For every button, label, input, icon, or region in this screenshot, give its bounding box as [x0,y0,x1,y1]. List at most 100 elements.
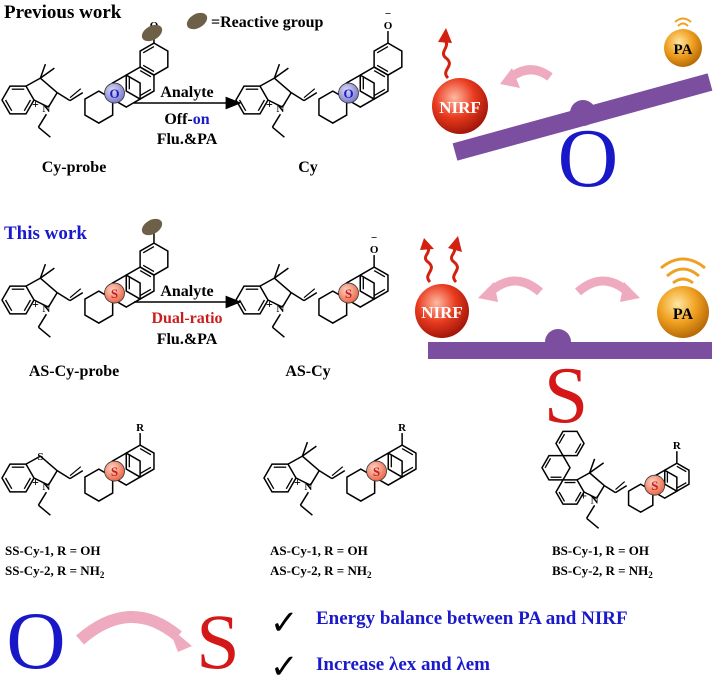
bond [295,477,311,486]
double-bond [401,466,414,475]
methyl [39,263,47,279]
double-bond [615,481,626,491]
this-arrow-flu-pa: Flu.&PA [157,331,218,348]
bond [25,455,41,465]
ethyl [271,126,285,138]
seesaw-this-right-arrow [575,276,631,296]
bond [56,470,71,480]
as-probe-reactive-group [141,218,163,236]
double-bond [69,288,82,299]
core-heteroatom-ball [338,82,359,104]
double-bond [139,466,152,475]
bond [281,92,292,108]
ethyl [37,126,51,138]
double-bond [376,46,389,54]
double-bond [257,299,266,312]
ss-cy-1-label: SS-Cy-1, R = OH [5,543,101,558]
pa-wave-small-1 [674,17,692,23]
nitrogen-atom: N [276,103,284,115]
double-bond [23,99,32,112]
seesaw-previous-pivot [570,100,596,126]
bond [595,485,605,499]
as-cy-1-label: AS-Cy-1, R = OH [270,543,368,558]
indole-benzene-ring [1,285,35,315]
pa-wave-1 [660,257,706,270]
aryl-ring [359,266,389,300]
oxygen-atom: O [384,20,393,32]
previous-arrow-analyte: Analyte [160,84,213,101]
ethyl [37,491,48,506]
naphthyl-ring [139,242,169,276]
bond [615,484,628,494]
double-bond [401,448,414,456]
naphthyl-ring [373,42,403,76]
pa-wave-small-2 [677,22,689,27]
ethyl [37,113,48,128]
double-bond [4,299,13,312]
bond [39,277,58,294]
bond [331,470,346,480]
double-bond [142,64,155,73]
double-bond [139,270,152,278]
this-arrow-analyte: Analyte [160,283,213,300]
ethyl [37,326,51,338]
nitrogen-atom: N [42,303,50,315]
pa-ball-this [657,286,709,338]
seesaw-previous-arrow-head [500,68,520,88]
pa-label-this: PA [673,306,694,323]
pa-ball-previous [664,29,702,67]
bond [25,77,41,87]
core-heteroatom-ball [104,460,125,482]
double-bond [558,491,566,502]
nitrogen-atom: N [42,481,50,493]
double-bond [142,46,155,54]
bond [303,292,318,302]
as-cy-2-label: AS-Cy-2, R = NH2 [270,563,372,580]
core-heteroatom-ball [644,474,666,496]
seesaw-this-beam [428,342,712,359]
core-heteroatom-label: S [345,286,352,301]
bond [33,99,49,108]
ethyl [37,313,48,328]
nirf-wave-this-2 [449,244,459,284]
substituent-label: R [398,422,407,434]
core-heteroatom-ball [366,460,387,482]
bond [583,491,597,499]
seesaw-this-work: NIRF PA S [415,236,712,440]
double-bond [142,246,155,254]
bond [287,455,303,465]
bond [267,299,283,308]
nitrogen-atom: N [304,481,312,493]
indole-benzene-ring [1,463,35,493]
double-bond [23,477,32,490]
negative-charge: − [385,8,391,20]
nirf-wave-this-2-head [448,236,462,252]
double-bond [373,88,386,97]
check-line-energy-balance: Energy balance between PA and NIRF [316,608,628,629]
double-bond [139,88,152,97]
probe-reactive-group [141,24,163,42]
positive-charge: + [32,97,39,111]
previous-arrow-offon: Off-on [164,111,209,128]
positive-charge: + [266,97,273,111]
bond [576,472,590,481]
double-bond [574,443,582,454]
core-heteroatom-label: O [343,86,353,101]
nirf-label-this: NIRF [421,303,463,322]
reactive-group-legend-shape [186,12,208,30]
double-bond [303,288,316,299]
cy-product-structure: N+O−O [235,8,403,138]
o-to-s-arrow-head [168,626,192,652]
bond [69,470,84,480]
methyl [39,63,47,79]
methyl [301,441,309,457]
bond [39,455,58,472]
double-bond [676,465,687,473]
bs-cy-1-label: BS-Cy-1, R = OH [552,543,649,558]
benzo-fused-ring-top [555,430,585,457]
seesaw-letter-s: S [544,352,589,440]
seesaw-previous-arrow [507,65,553,82]
bond [259,77,275,87]
bond [273,77,292,94]
